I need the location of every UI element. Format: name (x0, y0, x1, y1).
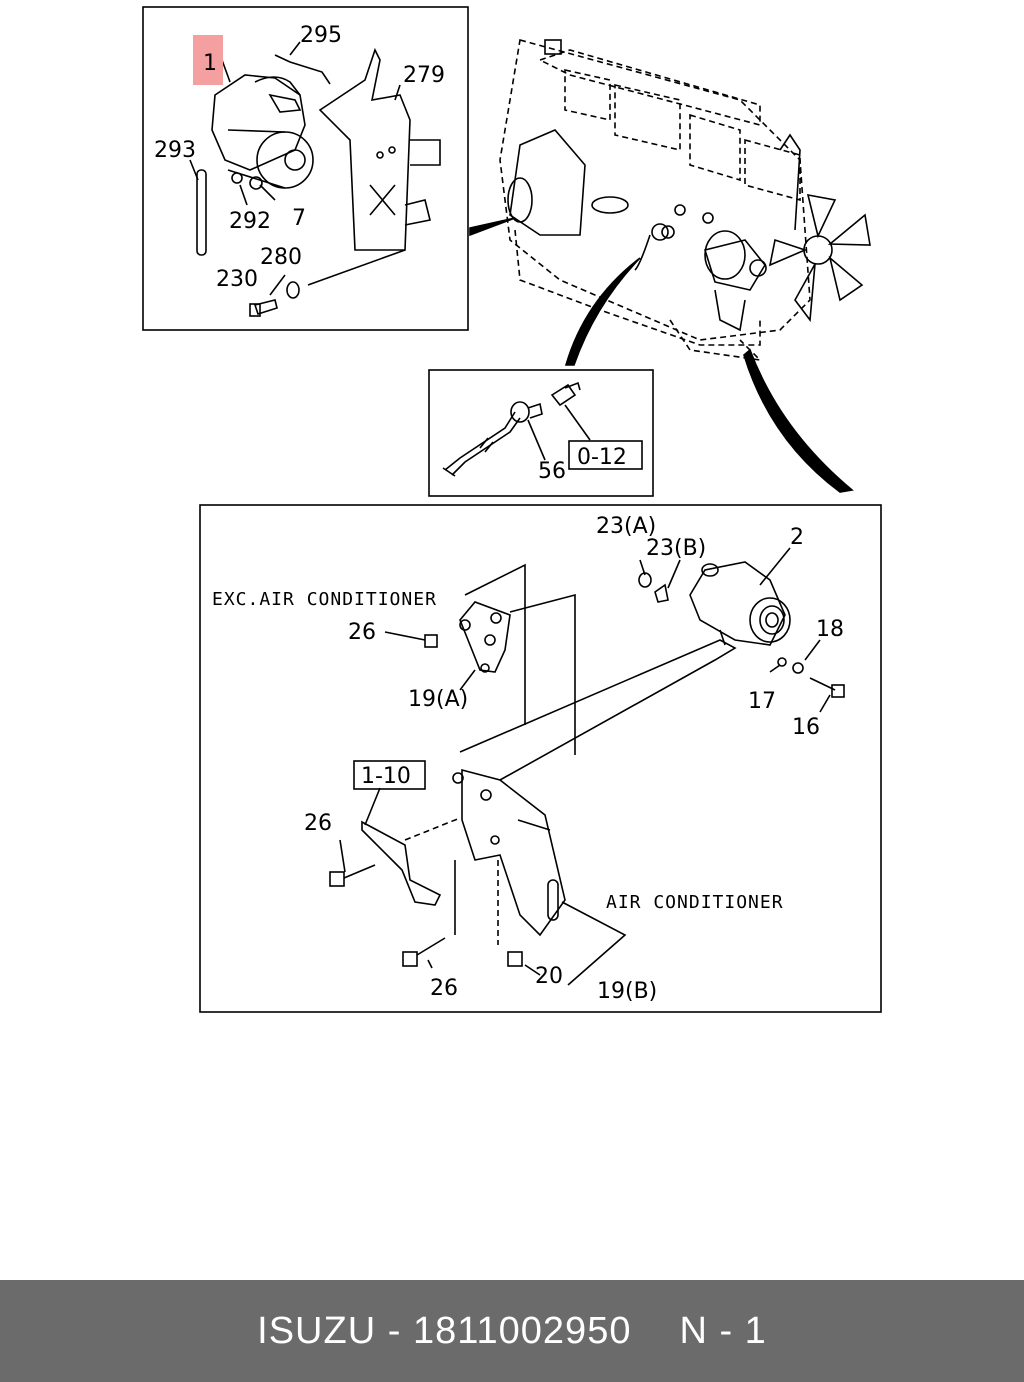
bolt-26-mid (329, 864, 376, 887)
starter-bracket (318, 47, 441, 251)
callout-56: 56 (538, 459, 566, 484)
callout-279: 279 (403, 63, 445, 88)
callout-18: 18 (816, 617, 844, 642)
nut-7 (249, 176, 263, 190)
callout-0-12: 0-12 (577, 445, 627, 470)
callout-23a: 23(A) (596, 514, 656, 539)
fan-icon (768, 133, 871, 323)
callout-16: 16 (792, 715, 820, 740)
callout-293: 293 (154, 138, 196, 163)
washer-17 (777, 657, 787, 667)
bracket-19a (459, 601, 511, 673)
alternator-detail-box (199, 504, 882, 1013)
nut-23a (638, 572, 652, 588)
callout-26-b: 26 (304, 811, 332, 836)
washer-292 (231, 172, 243, 184)
bolt-230 (249, 299, 278, 317)
part-footer: ISUZU - 1811002950 N - 1 (0, 1280, 1024, 1382)
bolt-26-low (402, 937, 446, 967)
callout-20: 20 (535, 964, 563, 989)
label-exc-air-conditioner: EXC.AIR CONDITIONER (212, 589, 437, 610)
callout-1-10: 1-10 (361, 764, 411, 789)
starter-motor (211, 74, 314, 189)
callout-7: 7 (292, 206, 306, 231)
engine-illustration (499, 38, 811, 362)
fitting-0-12 (550, 381, 581, 407)
bolt-26-top (384, 631, 438, 648)
sensor-56 (442, 401, 543, 477)
callout-19b: 19(B) (597, 979, 657, 1004)
part-number: 1811002950 (412, 1309, 632, 1352)
leader-280 (307, 249, 406, 286)
callout-295: 295 (300, 23, 342, 48)
callout-box-0-12 (568, 440, 643, 470)
strap (196, 169, 207, 256)
brand-name: ISUZU (257, 1309, 377, 1352)
callout-1: 1 (203, 51, 217, 76)
callout-26-c: 26 (430, 976, 458, 1001)
page-indicator: N - 1 (679, 1309, 767, 1352)
callout-280: 280 (260, 245, 302, 270)
callout-230: 230 (216, 267, 258, 292)
callout-292: 292 (229, 209, 271, 234)
alternator-2 (689, 561, 791, 646)
sensor-detail-box (428, 369, 654, 497)
starter-detail-box (142, 6, 469, 331)
leader-to-alternator (743, 348, 854, 493)
callout-19a: 19(A) (408, 687, 468, 712)
terminal-wire (274, 54, 331, 85)
highlight-callout-1 (193, 35, 223, 85)
callout-2: 2 (790, 525, 804, 550)
callout-26-a: 26 (348, 620, 376, 645)
washer-280 (286, 281, 300, 299)
bracket-19b (452, 768, 566, 937)
label-air-conditioner: AIR CONDITIONER (606, 892, 784, 913)
parts-diagram: 1 295 279 293 292 7 280 230 56 0-12 23(A… (142, 6, 882, 1013)
bracket-1-10 (361, 820, 442, 906)
leader-to-starter (469, 217, 516, 237)
washer-18 (792, 662, 804, 674)
washer-23b (654, 583, 669, 603)
nut-20 (507, 951, 523, 967)
callout-23b: 23(B) (646, 536, 706, 561)
engine-details (507, 39, 871, 332)
bolt-16 (809, 677, 845, 698)
separator-dash: - (387, 1309, 402, 1352)
leader-to-sensor (564, 257, 641, 366)
callout-box-1-10 (353, 760, 426, 790)
callout-17: 17 (748, 689, 776, 714)
dashed-guides (459, 563, 737, 781)
